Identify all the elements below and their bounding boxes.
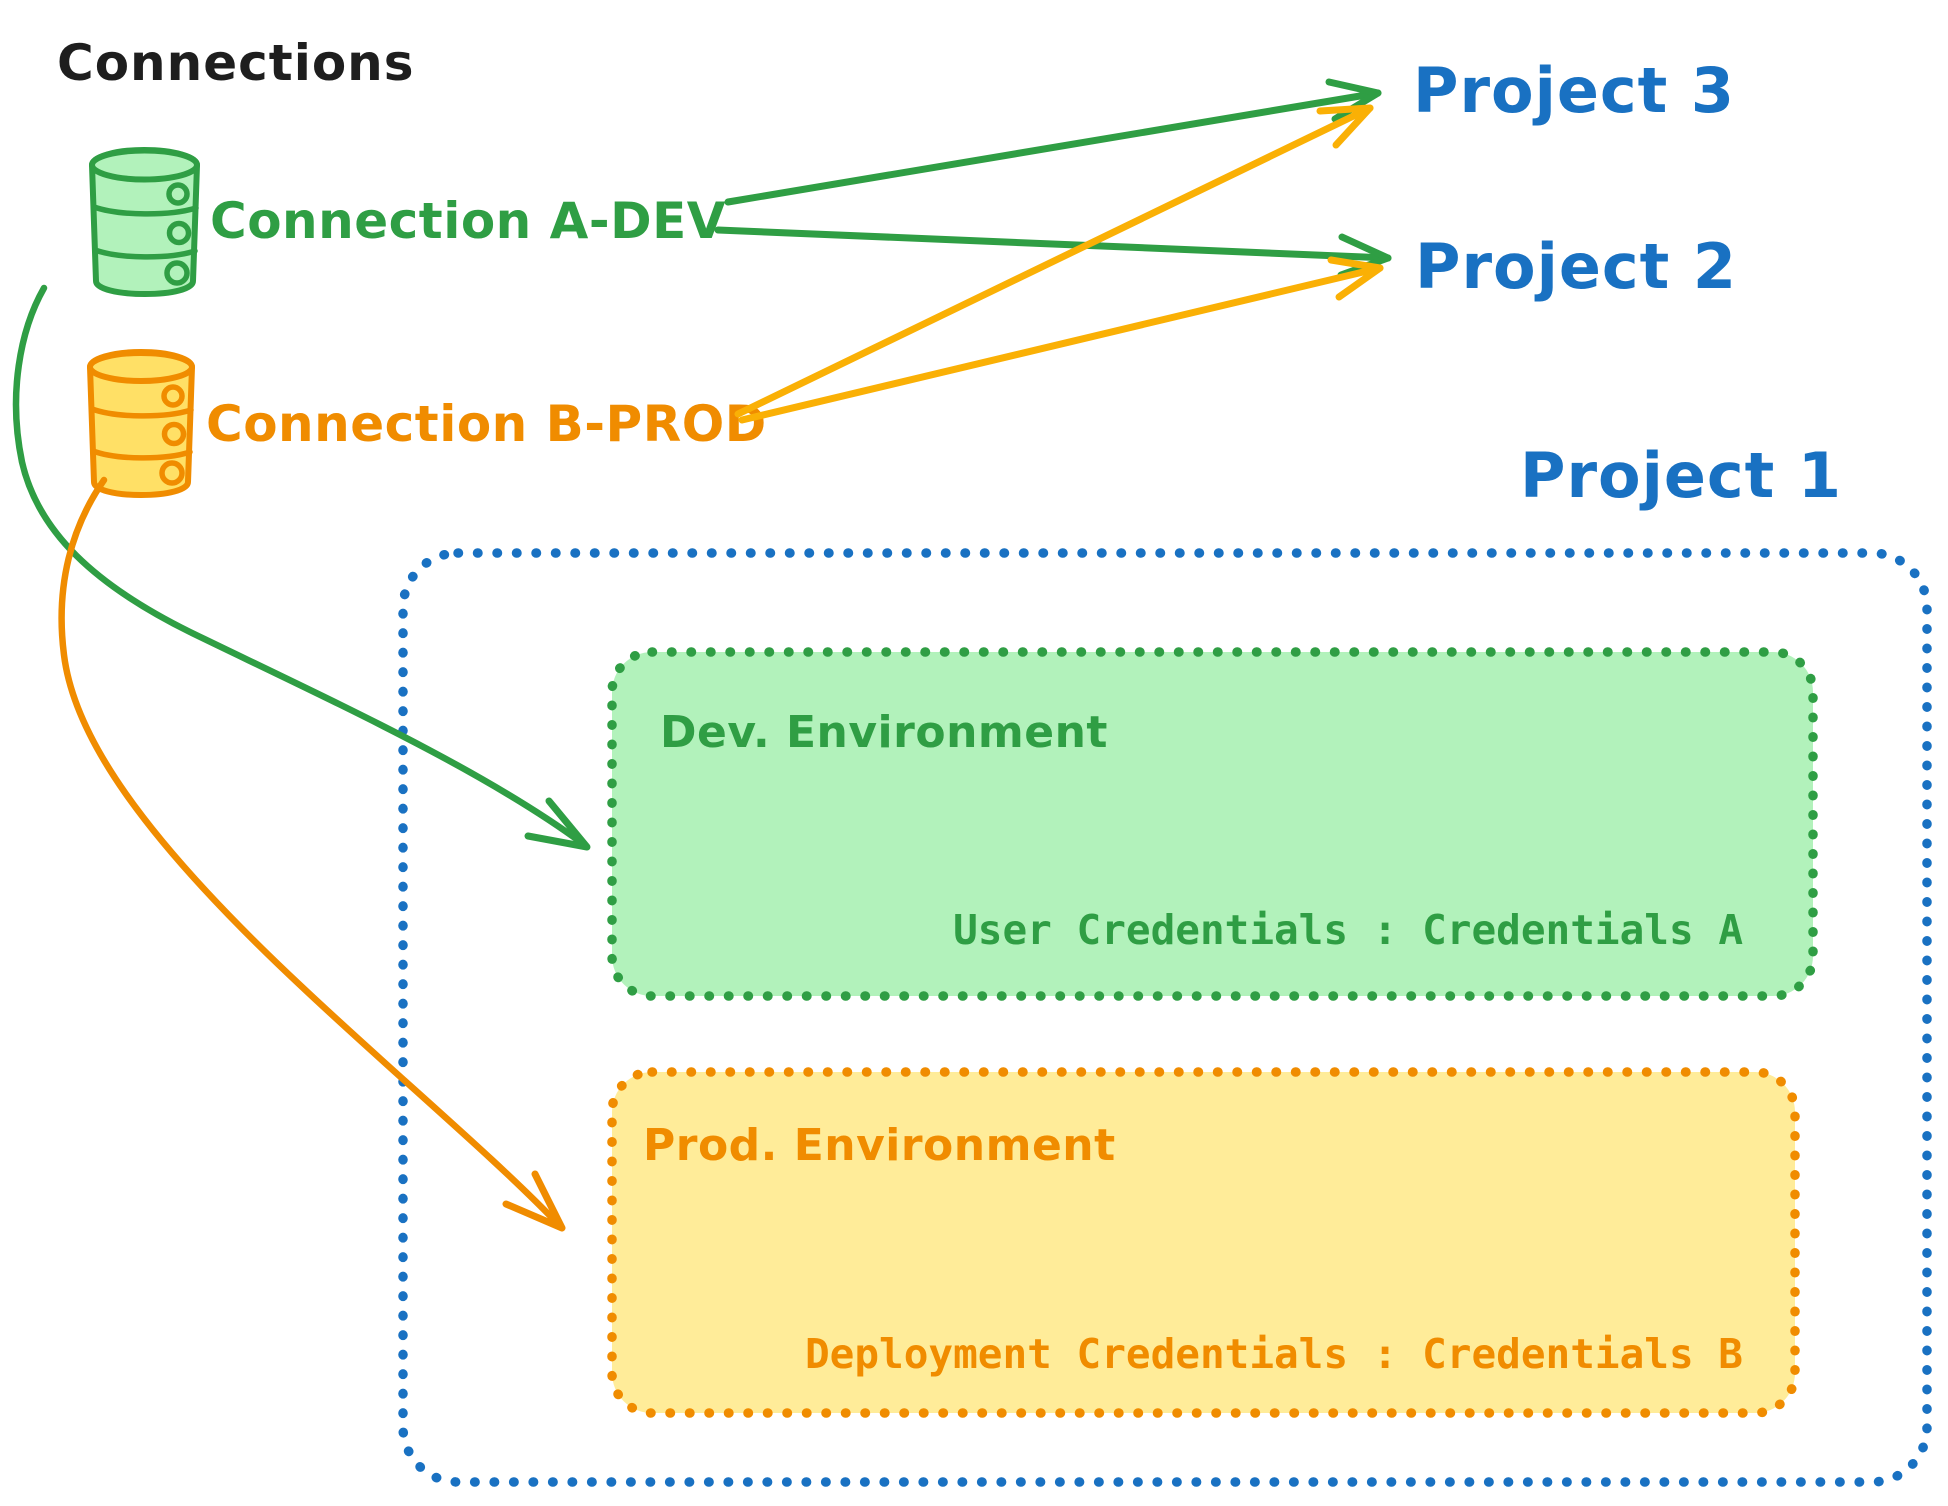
arrow-bprod-to-prod-environment bbox=[58, 476, 566, 1232]
database-prod-separator-2 bbox=[90, 448, 193, 461]
database-dev-separator-2 bbox=[92, 247, 198, 260]
arrow-bprod-to-project3 bbox=[734, 104, 1374, 418]
arrow-bprod-prodenv-head bbox=[502, 1170, 566, 1232]
database-prod-dot-3 bbox=[159, 460, 185, 486]
dev-environment-title: Dev. Environment bbox=[660, 707, 1108, 758]
prod-environment-box bbox=[607, 1067, 1800, 1418]
database-icon-dev bbox=[89, 147, 200, 297]
database-prod-top bbox=[87, 350, 195, 384]
project-1-container bbox=[398, 548, 1932, 1487]
database-prod-dot-1 bbox=[161, 384, 185, 408]
arrow-adev-to-dev-environment bbox=[12, 284, 591, 851]
arrow-bprod-project3-line bbox=[734, 104, 1374, 418]
prod-credentials-text: Deployment Credentials : Credentials B bbox=[805, 1330, 1743, 1378]
arrow-bprod-prodenv-line bbox=[58, 476, 562, 1228]
arrow-adev-to-project2 bbox=[714, 226, 1392, 279]
database-prod-dot-2 bbox=[161, 421, 187, 447]
database-dev-dot-1 bbox=[166, 182, 190, 206]
prod-environment-title: Prod. Environment bbox=[643, 1120, 1116, 1171]
database-dev-dot-3 bbox=[164, 260, 190, 286]
arrow-adev-project3-line bbox=[724, 89, 1382, 206]
connection-a-dev-group: Connection A-DEV bbox=[89, 147, 726, 297]
dev-credentials-text: User Credentials : Credentials A bbox=[953, 906, 1743, 954]
dev-environment-box bbox=[607, 647, 1818, 1001]
database-prod-separator-1 bbox=[89, 406, 194, 419]
connection-b-prod-label: Connection B-PROD bbox=[206, 395, 767, 453]
arrow-adev-to-project3 bbox=[724, 78, 1382, 206]
arrow-bprod-project2-head bbox=[1327, 256, 1384, 301]
database-icon-prod bbox=[87, 349, 195, 498]
arrow-adev-devenv-line bbox=[12, 284, 586, 847]
arrow-bprod-project2-line bbox=[738, 264, 1384, 424]
database-dev-top bbox=[89, 147, 200, 183]
arrow-adev-project2-head bbox=[1337, 233, 1392, 279]
connection-b-prod-group: Connection B-PROD bbox=[87, 349, 767, 498]
connections-heading: Connections bbox=[57, 34, 415, 92]
database-dev-separator-1 bbox=[91, 204, 199, 217]
project-3-label: Project 3 bbox=[1413, 54, 1735, 127]
connection-a-dev-label: Connection A-DEV bbox=[210, 192, 726, 250]
arrow-bprod-project3-head bbox=[1316, 104, 1374, 149]
arrow-adev-devenv-head bbox=[524, 797, 591, 851]
arrow-adev-project2-line bbox=[714, 226, 1392, 262]
arrow-bprod-to-project2 bbox=[738, 256, 1384, 424]
project-1-label: Project 1 bbox=[1520, 439, 1842, 512]
project-2-label: Project 2 bbox=[1415, 230, 1737, 303]
database-dev-dot-2 bbox=[166, 220, 192, 246]
